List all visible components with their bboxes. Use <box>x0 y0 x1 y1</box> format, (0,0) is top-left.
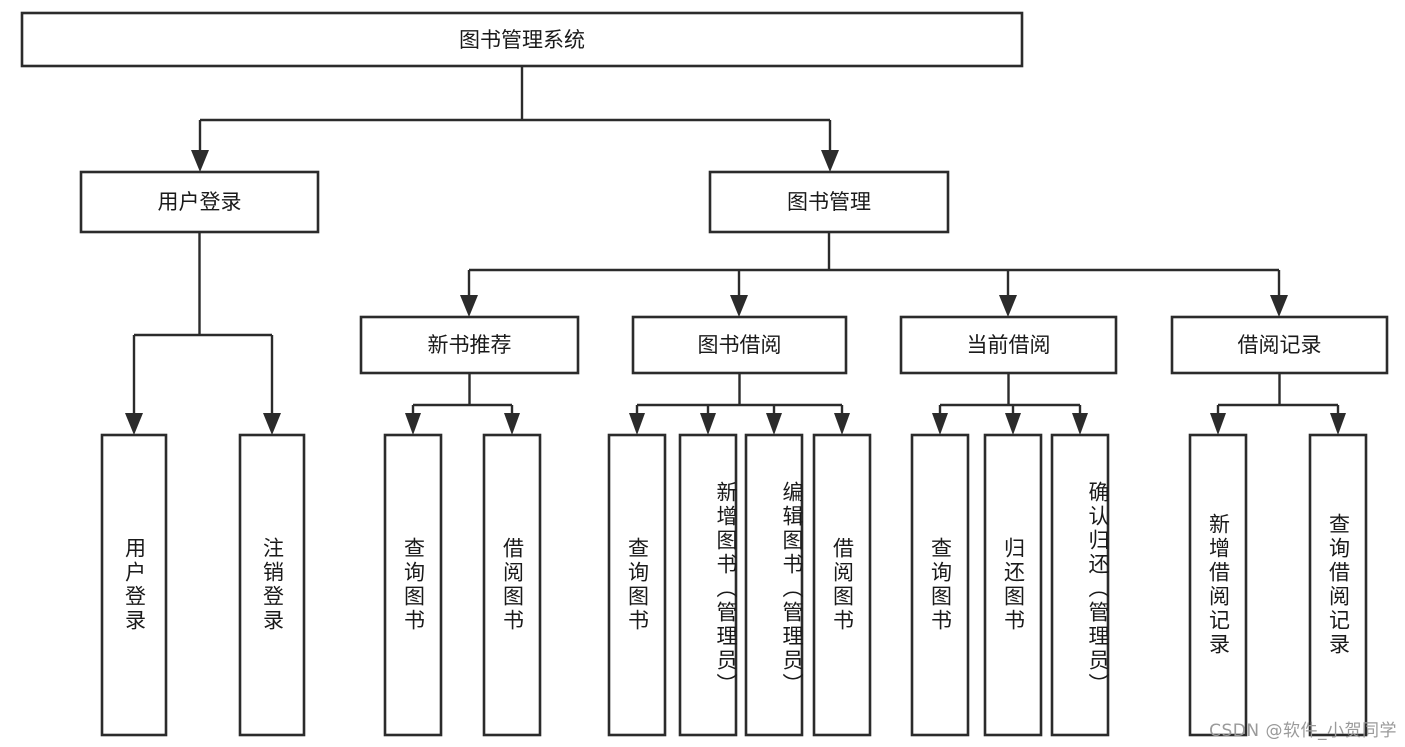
arrow-cb-to-leaf-3 <box>1072 413 1088 435</box>
leaf-box-user-login[interactable] <box>100 433 168 737</box>
leaf-box-return-book[interactable] <box>983 433 1043 737</box>
arrow-cb-to-leaf-1 <box>932 413 948 435</box>
arrow-bm-to-borrow-record <box>1270 295 1288 317</box>
arrow-bb-to-leaf-3 <box>766 413 782 435</box>
arrow-bb-to-leaf-4 <box>834 413 850 435</box>
arrow-bb-to-leaf-1 <box>629 413 645 435</box>
node-box-current-borrow[interactable] <box>899 315 1118 375</box>
node-label-book-borrow: 图书借阅 <box>698 333 782 357</box>
leaf-box-query-book-rec[interactable] <box>383 433 443 737</box>
arrow-root-to-book-management <box>821 150 839 172</box>
node-label-user-login: 用户登录 <box>158 190 242 214</box>
node-label-new-book-recommend: 新书推荐 <box>428 333 512 357</box>
leaf-box-add-book-admin[interactable] <box>678 433 738 737</box>
arrow-nbr-to-leaf-2 <box>504 413 520 435</box>
node-box-root[interactable] <box>20 11 1024 68</box>
arrow-user-login-to-leaf-1 <box>125 413 143 435</box>
arrow-bb-to-leaf-2 <box>700 413 716 435</box>
arrow-br-to-leaf-2 <box>1330 413 1346 435</box>
leaf-box-query-book-current[interactable] <box>910 433 970 737</box>
node-label-current-borrow: 当前借阅 <box>967 333 1051 357</box>
node-box-new-book-recommend[interactable] <box>359 315 580 375</box>
leaf-box-query-borrow-record[interactable] <box>1308 433 1368 737</box>
node-box-user-login[interactable] <box>79 170 320 234</box>
leaf-box-edit-book-admin[interactable] <box>744 433 804 737</box>
arrow-nbr-to-leaf-1 <box>405 413 421 435</box>
leaf-box-logout[interactable] <box>238 433 306 737</box>
arrow-bm-to-current-borrow <box>999 295 1017 317</box>
node-label-root: 图书管理系统 <box>459 28 585 52</box>
leaf-box-query-book-borrow[interactable] <box>607 433 667 737</box>
leaf-box-borrow-book[interactable] <box>812 433 872 737</box>
node-label-borrow-record: 借阅记录 <box>1238 333 1322 357</box>
leaf-box-add-borrow-record[interactable] <box>1188 433 1248 737</box>
arrow-bm-to-new-book-recommend <box>460 295 478 317</box>
arrow-user-login-to-leaf-2 <box>263 413 281 435</box>
arrow-br-to-leaf-1 <box>1210 413 1226 435</box>
node-label-book-management: 图书管理 <box>787 190 871 214</box>
arrow-bm-to-book-borrow <box>730 295 748 317</box>
arrow-cb-to-leaf-2 <box>1005 413 1021 435</box>
arrow-root-to-user-login <box>191 150 209 172</box>
leaf-box-borrow-book-rec[interactable] <box>482 433 542 737</box>
leaf-box-confirm-return-admin[interactable] <box>1050 433 1110 737</box>
watermark-text: CSDN @软件_小贺同学 <box>1209 721 1397 741</box>
